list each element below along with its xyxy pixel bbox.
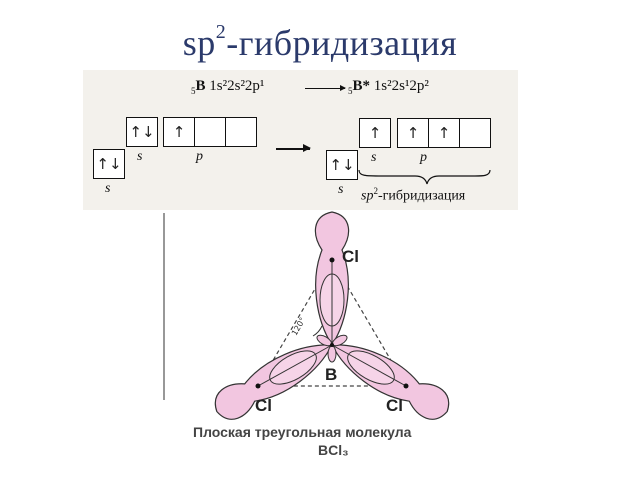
orbital-2s-excited-label: s	[371, 150, 377, 165]
cl-top-dot	[329, 257, 335, 263]
hybridization-label: sp2-гибридизация	[361, 186, 465, 205]
cl-top-label: Cl	[342, 247, 359, 266]
back-lobe-1	[327, 345, 337, 363]
b-center-label: B	[325, 365, 338, 384]
excitation-arrow	[276, 145, 311, 151]
config-right: 5B* 1s²2s¹2p²	[348, 78, 429, 96]
electron-configuration-panel: 5B 1s²2s²2p¹ 5B* 1s²2s¹2p² ↑↓ s ↑↓ s ↑ p…	[83, 70, 518, 210]
hyb-label-suffix: -гибридизация	[377, 188, 466, 204]
config-left: 5B 1s²2s²2p¹	[191, 78, 264, 96]
orbital-2p-3	[225, 117, 257, 147]
cl-left-dot	[255, 383, 261, 389]
config-left-subscript: 5	[191, 86, 196, 96]
config-arrow	[305, 85, 346, 91]
orbital-2p-excited-label: p	[420, 150, 427, 165]
orbital-2s: ↑↓	[126, 117, 158, 147]
config-right-subscript: 5	[348, 86, 353, 96]
hyb-label-prefix: sp	[361, 188, 374, 204]
cl-right-dot	[403, 383, 409, 389]
orbital-1s: ↑↓	[93, 149, 125, 179]
config-right-formula: 1s²2s¹2p²	[373, 78, 429, 94]
hybridization-brace	[358, 169, 491, 185]
bond-right	[331, 344, 407, 387]
angle-arc	[312, 325, 323, 337]
orbital-1s-excited-label: s	[338, 182, 344, 197]
config-right-element: B*	[352, 78, 371, 94]
molecule-caption-line1: Плоская треугольная молекула	[193, 424, 412, 440]
hyb-label-sup: 2	[373, 186, 378, 196]
orbital-2p-label: p	[196, 149, 203, 164]
title-prefix: sp	[182, 23, 216, 63]
config-left-formula: 1s²2s²2p¹	[209, 78, 265, 94]
orbital-2s-label: s	[137, 149, 143, 164]
orbital-2p-1: ↑	[163, 117, 195, 147]
bond-left	[257, 344, 333, 387]
orbital-1s-excited: ↑↓	[326, 150, 358, 180]
cl-right-label: Cl	[386, 396, 403, 415]
triangle-outline	[256, 258, 408, 387]
molecule-caption-line2: BCl₃	[318, 442, 349, 458]
page-title: sp2-гибридизация	[0, 21, 640, 64]
orbital-2p-excited-2: ↑	[428, 118, 460, 148]
cl-left-label: Cl	[255, 396, 272, 415]
orbital-2p-2	[194, 117, 226, 147]
b-center-dot	[330, 343, 334, 347]
orbital-2p-excited-3	[459, 118, 491, 148]
title-sup: 2	[215, 21, 227, 43]
orbital-1s-label: s	[105, 181, 111, 196]
title-suffix: -гибридизация	[226, 23, 458, 63]
config-left-element: B	[195, 78, 206, 94]
orbital-2s-excited: ↑	[359, 118, 391, 148]
